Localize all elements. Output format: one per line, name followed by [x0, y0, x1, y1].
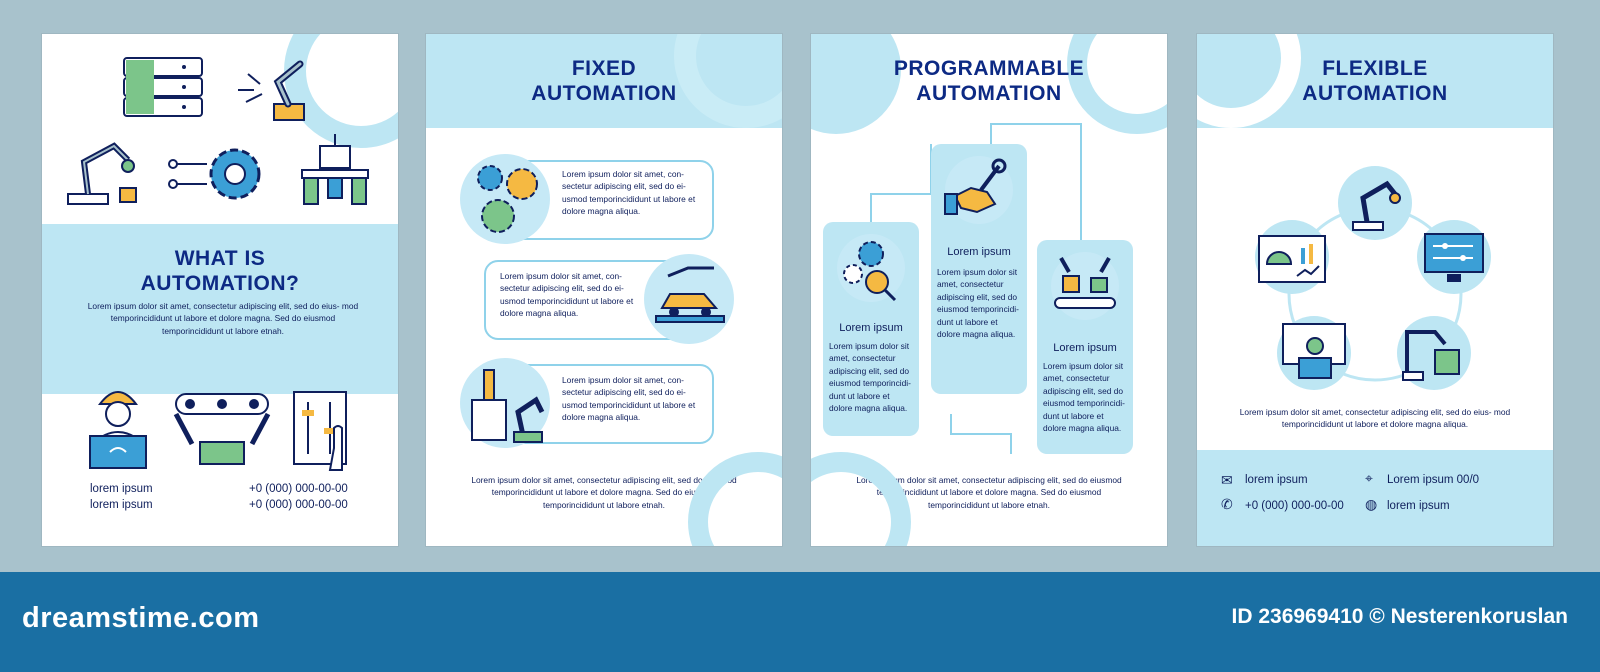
- smart-farm-icon: [301, 134, 369, 205]
- brochure-page-flexible-automation: FLEXIBLE AUTOMATION Lorem ipsum dol: [1197, 34, 1553, 546]
- page-title-line1: PROGRAMMABLE: [893, 57, 1085, 80]
- page-title-line1: FIXED: [571, 57, 637, 80]
- brochure-page-what-is-automation: WHAT IS AUTOMATION? Lorem ipsum dolor si…: [42, 34, 398, 546]
- page-footer-text: Lorem ipsum dolor sit amet, consectetur …: [856, 475, 1122, 510]
- intro-text: Lorem ipsum dolor sit amet, consectetur …: [87, 301, 359, 336]
- brochure-page-fixed-automation: FIXED AUTOMATION Lorem ipsum dolor sit a…: [426, 34, 782, 546]
- gear-icon: [168, 148, 261, 200]
- page-title-line2: AUTOMATION: [1302, 82, 1448, 105]
- image-credit: ID 236969410 © Nesterenkoruslan: [1231, 605, 1569, 628]
- brochure-page-programmable-automation: PROGRAMMABLE AUTOMATION Lorem ipsum Lore…: [811, 34, 1167, 546]
- server-icon: [123, 57, 203, 117]
- cube-robot-icon: [1402, 330, 1460, 381]
- page-title-line1: FLEXIBLE: [1322, 57, 1428, 80]
- phone-number-1: +0 (000) 000-00-00: [249, 483, 348, 495]
- step-3-label: Lorem ipsum: [1053, 342, 1117, 354]
- contact-email: lorem ipsum: [1245, 474, 1308, 486]
- info-text-1: Lorem ipsum dolor sit amet, con- sectetu…: [562, 169, 696, 217]
- page-title-line2: AUTOMATION: [531, 82, 677, 105]
- network-monitor-icon: [1424, 233, 1484, 282]
- car-assembly-icon: [655, 266, 725, 323]
- step-3-text: Lorem ipsum dolor sit amet, consectetur …: [1043, 361, 1125, 434]
- intro-text: Lorem ipsum dolor sit amet, consectetur …: [1239, 407, 1511, 430]
- step-1-label: Lorem ipsum: [839, 322, 903, 334]
- stock-footer-bar: dreamstime.com ID 236969410 © Nesterenko…: [0, 572, 1600, 672]
- contact-phone: +0 (000) 000-00-00: [1245, 500, 1344, 512]
- contact-label-1: lorem ipsum: [90, 483, 153, 495]
- phone-number-2: +0 (000) 000-00-00: [249, 499, 348, 511]
- contact-label-2: lorem ipsum: [90, 499, 153, 511]
- gears-icon: [477, 165, 538, 233]
- page-title-line2: AUTOMATION?: [140, 272, 300, 295]
- pc-operator-icon: [1282, 323, 1346, 379]
- robot-arm-welding-icon: [238, 60, 305, 121]
- control-panel-icon: [293, 391, 347, 471]
- packaging-robot-icon: [1051, 252, 1119, 320]
- gears-search-icon: [837, 234, 905, 302]
- step-2-text: Lorem ipsum dolor sit amet, consectetur …: [937, 267, 1019, 340]
- title-band: [42, 224, 398, 394]
- robot-arm-icon: [67, 142, 137, 205]
- decorative-ring: [688, 452, 782, 546]
- phone-icon: ✆: [1221, 496, 1233, 512]
- robot-arm-icon: [1352, 180, 1401, 231]
- page-title-line1: WHAT IS: [174, 247, 266, 270]
- info-text-2: Lorem ipsum dolor sit amet, con- sectetu…: [500, 271, 634, 319]
- contact-address: Lorem ipsum 00/0: [1387, 474, 1480, 486]
- mail-icon: ✉: [1221, 472, 1233, 488]
- dashboard-icon: [1258, 235, 1326, 283]
- step-1-text: Lorem ipsum dolor sit amet, consectetur …: [829, 341, 911, 414]
- page-title-line2: AUTOMATION: [916, 82, 1062, 105]
- info-text-3: Lorem ipsum dolor sit amet, con- sectetu…: [562, 375, 696, 423]
- page-footer-text: Lorem ipsum dolor sit amet, consectetur …: [471, 475, 737, 510]
- globe-icon: ◍: [1365, 496, 1378, 512]
- brand-logo-text: dreamstime.com: [22, 602, 260, 634]
- location-icon: ⌖: [1365, 470, 1373, 486]
- cycle-ring: [1287, 206, 1463, 382]
- step-2-label: Lorem ipsum: [947, 246, 1011, 258]
- conveyor-icon: [173, 393, 271, 465]
- contact-website: lorem ipsum: [1387, 500, 1450, 512]
- lab-robot-icon: [471, 369, 545, 443]
- wrench-hand-icon: [944, 156, 1013, 224]
- worker-laptop-icon: [89, 391, 147, 469]
